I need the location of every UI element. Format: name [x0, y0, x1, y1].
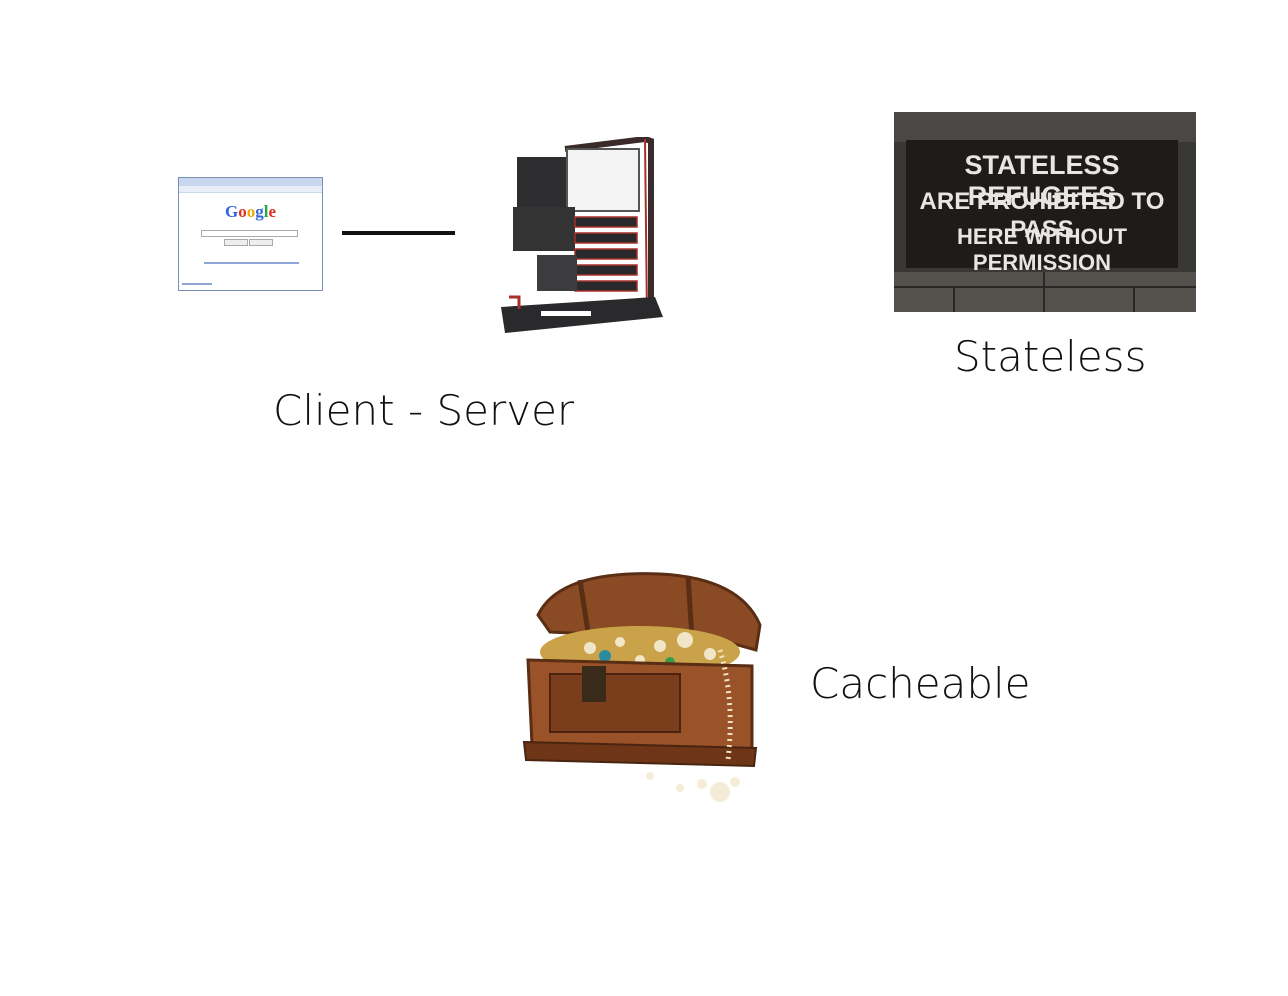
google-logo: Google — [179, 202, 322, 222]
browser-tab-bar — [179, 178, 322, 186]
lucky-button — [249, 239, 273, 246]
google-logo-letter: l — [263, 202, 269, 221]
treasure-chest-image — [522, 572, 762, 802]
server-tower-image — [455, 137, 705, 337]
browser-window-image: Google — [178, 177, 323, 291]
connector-line — [342, 231, 492, 235]
footer-link — [182, 283, 212, 285]
google-logo-letter: G — [224, 202, 239, 221]
links-row — [204, 262, 299, 264]
google-logo-letter: e — [268, 202, 276, 221]
sign-line-3: HERE WITHOUT PERMISSION — [957, 224, 1127, 275]
caption-stateless: Stateless — [954, 332, 1147, 381]
google-logo-letter: o — [246, 202, 256, 221]
sign-plate: STATELESS REFUGEES ARE PROHIBITED TO PAS… — [906, 140, 1178, 275]
google-logo-letter: o — [238, 202, 247, 221]
sign-line-2: ARE PROHIBITED TO PASS — [919, 188, 1165, 243]
search-box — [201, 230, 298, 237]
caption-client-server: Client - Server — [273, 386, 575, 435]
search-button — [224, 239, 248, 246]
browser-address-bar — [179, 186, 322, 193]
stateless-sign-image: STATELESS REFUGEES ARE PROHIBITED TO PAS… — [894, 112, 1196, 312]
google-logo-letter: g — [255, 202, 264, 221]
sign-line-1: STATELESS REFUGEES — [964, 150, 1120, 211]
caption-cacheable: Cacheable — [810, 659, 1031, 708]
